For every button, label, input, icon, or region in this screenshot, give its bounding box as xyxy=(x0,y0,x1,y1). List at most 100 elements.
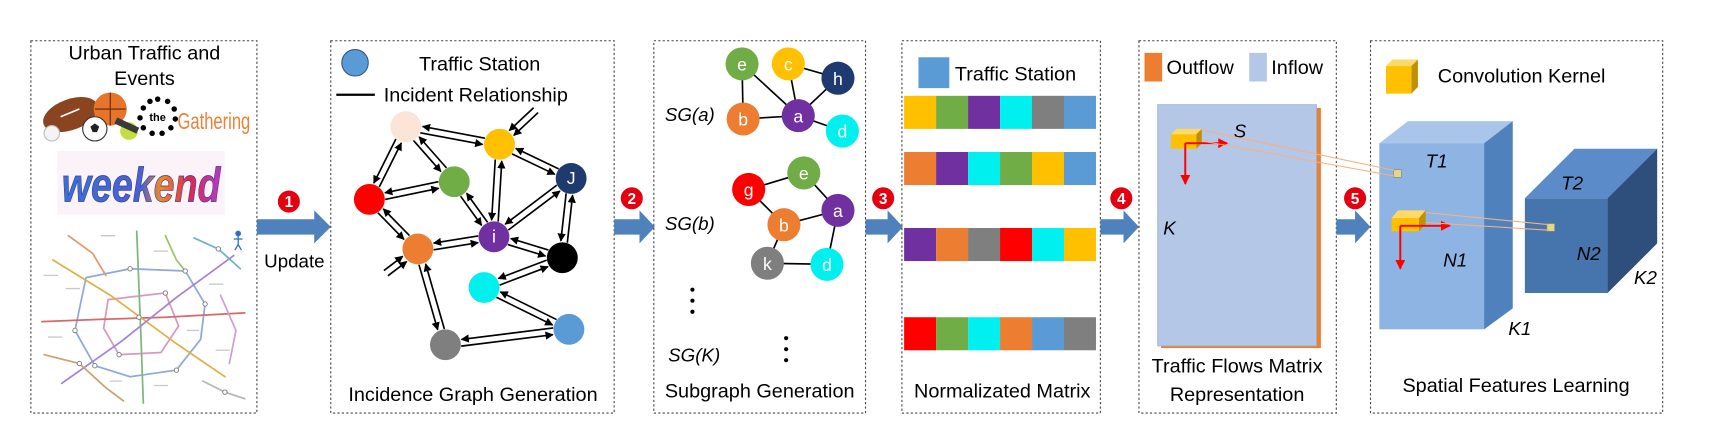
panel-incidence-graph: Traffic Station Incident Relationship Ji… xyxy=(330,40,615,414)
incidence-edge-beige-yellow-forward-arrow xyxy=(420,131,484,148)
station-node-green xyxy=(438,166,470,198)
matrix-cell-orange xyxy=(1000,317,1033,351)
person-icon xyxy=(233,230,243,251)
panel-title-line1: Urban Traffic and xyxy=(69,42,221,64)
incidence-edge-yellow-purple-forward-arrow xyxy=(487,159,497,221)
incoming-edge-yellow-forward-arrow xyxy=(513,111,539,136)
update-label: Update xyxy=(264,251,324,272)
logo-dot-ring xyxy=(137,96,179,137)
cube-1-n-label: N1 xyxy=(1443,250,1467,271)
step-3-arrow xyxy=(865,210,904,244)
vertical-ellipsis-left xyxy=(690,287,695,314)
subway-line xyxy=(135,230,145,405)
subway-line xyxy=(41,311,246,323)
subgraph-node-b xyxy=(726,102,760,136)
incidence-edge-orange-gray-forward-arrow xyxy=(418,264,440,331)
incidence-edge-beige-green-forward-arrow xyxy=(412,139,442,173)
soccer-ball-patch xyxy=(90,123,100,133)
axis-s-label: S xyxy=(1234,121,1247,142)
logo-the-text: the xyxy=(149,112,166,124)
legend-station-label: Traffic Station xyxy=(955,63,1076,85)
station-node-orange xyxy=(402,233,434,265)
subgraph-node-b xyxy=(767,208,801,242)
subgraph-node-e xyxy=(725,47,759,81)
subway-line xyxy=(164,234,187,272)
flows-title-line1: Traffic Flows Matrix xyxy=(1152,355,1323,377)
incidence-edge-beige-yellow-backward-arrow xyxy=(421,123,486,140)
projection-line xyxy=(1425,221,1550,231)
panel-traffic-flows-matrix: Outflow Inflow S K Traffic Flows Matrix … xyxy=(1138,40,1337,414)
station-node-beige xyxy=(390,111,422,143)
feature-cube-2 xyxy=(1524,148,1658,293)
cube-1-t-label: T1 xyxy=(1426,150,1448,171)
station-node-blue xyxy=(553,313,585,345)
cube-1-target-cell xyxy=(1393,169,1402,178)
sports-balls-image xyxy=(43,92,140,142)
subgraph-node-h xyxy=(821,61,855,95)
incidence-edge-beige-red-forward-arrow xyxy=(373,138,397,184)
incidence-edge-black-cyan-backward-arrow xyxy=(499,265,549,286)
matrix-cell-red xyxy=(904,317,937,351)
incidence-nodes: Ji xyxy=(353,111,587,361)
station-node-navy xyxy=(555,163,587,194)
matrix-cell-red xyxy=(1000,228,1033,262)
station-node-cyan xyxy=(468,272,500,303)
subgraph-node-label: h xyxy=(833,69,843,89)
cube-2-side xyxy=(1607,148,1658,293)
station-node-red xyxy=(353,183,385,215)
step-4: 4 xyxy=(1100,187,1139,244)
station-node-label: J xyxy=(567,168,576,188)
incidence-edge-red-green-backward-arrow xyxy=(384,180,439,196)
incidence-edge-purple-navy-forward-arrow xyxy=(507,190,561,231)
station-node-yellow xyxy=(484,128,515,160)
vertical-ellipsis-right xyxy=(784,336,789,363)
logo-gathering-text: Gathering xyxy=(178,108,251,134)
incidence-edge-cyan-blue-backward-arrow xyxy=(499,291,557,321)
incidence-edge-navy-black-backward-arrow xyxy=(566,194,576,243)
matrix-cell-gray xyxy=(968,228,1001,262)
matrix-row-1 xyxy=(904,95,1096,129)
incoming-edge-orange-forward-arrow xyxy=(387,260,408,277)
matrix-cell-cyan xyxy=(968,152,1001,186)
legend-kernel-label: Convolution Kernel xyxy=(1438,66,1606,88)
matrix-title: Normalizated Matrix xyxy=(914,381,1090,403)
incidence-edge-red-green-forward-arrow xyxy=(384,185,440,201)
weekend-logo-text: weekend xyxy=(62,159,222,213)
legend-station-circle xyxy=(341,49,369,77)
cube-2-target-cell xyxy=(1546,223,1555,232)
incidence-edge-black-cyan-forward-arrow xyxy=(497,259,548,280)
incidence-edge-purple-black-forward-arrow xyxy=(507,243,547,258)
incidence-edge-cyan-blue-forward-arrow xyxy=(496,296,554,326)
matrix-cell-purple xyxy=(968,95,1001,129)
subgraph-node-label: k xyxy=(763,254,772,274)
step-2: 2 xyxy=(614,187,655,244)
incidence-edge-beige-red-backward-arrow xyxy=(378,142,403,188)
legend-station-square xyxy=(918,57,950,89)
subway-station-name-marks xyxy=(43,235,230,387)
matrix-cell-blue xyxy=(1063,95,1096,129)
matrix-cell-orange xyxy=(936,228,969,262)
step-2-number: 2 xyxy=(627,191,636,208)
subway-line xyxy=(60,254,235,385)
subgraph-node-a xyxy=(821,193,855,227)
incidence-title: Incidence Graph Generation xyxy=(348,384,597,406)
step-4-badge xyxy=(1110,187,1133,210)
matrix-cell-gray xyxy=(1063,317,1096,351)
matrix-cell-yellow xyxy=(904,95,937,129)
cube-2-t-label: T2 xyxy=(1561,172,1583,193)
legend-station-label: Traffic Station xyxy=(419,54,540,76)
subgraph-node-k xyxy=(750,246,784,280)
station-node-black xyxy=(546,242,578,274)
subgraph-node-d xyxy=(825,114,859,148)
incidence-edges xyxy=(373,107,576,347)
incidence-edge-yellow-purple-backward-arrow xyxy=(497,160,506,222)
kernel-cube xyxy=(1170,128,1202,149)
incidence-edge-navy-black-forward-arrow xyxy=(557,193,567,242)
incidence-edge-blue-gray-backward-arrow xyxy=(461,331,554,347)
subgraph-node-e xyxy=(787,156,821,190)
incidence-edge-red-orange-backward-arrow xyxy=(382,208,411,237)
